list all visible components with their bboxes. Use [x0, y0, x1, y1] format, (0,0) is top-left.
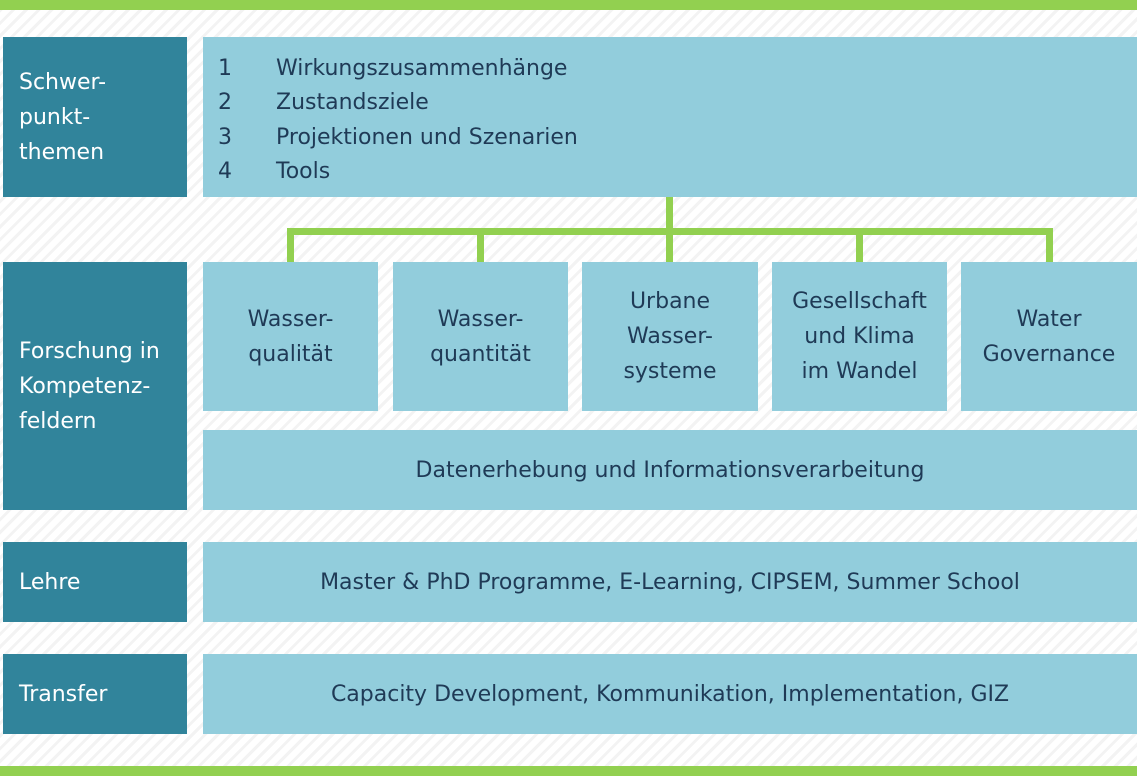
field-line: Wasser- — [247, 306, 334, 332]
topic-number: 3 — [218, 124, 232, 150]
forschung-label-line: feldern — [19, 408, 97, 434]
field-line: systeme — [623, 359, 717, 384]
topic-item: 3 Projektionen und Szenarien — [218, 120, 1137, 155]
field-line: Wasser- — [437, 306, 524, 332]
schwerpunkt-label-line: punkt- — [19, 104, 91, 130]
connector-drop — [287, 228, 294, 262]
forschung-label-line: Forschung in — [19, 338, 160, 364]
topic-text: Tools — [276, 159, 331, 185]
transfer-label-line: Transfer — [19, 681, 108, 707]
field-line: Water — [1016, 306, 1082, 332]
topic-number: 4 — [218, 159, 232, 185]
topic-item: 2 Zustandsziele — [218, 86, 1137, 121]
field-line: Urbane — [629, 289, 711, 314]
topic-item: 1 Wirkungszusammenhänge — [218, 51, 1137, 86]
field-box-water-governance: Water Governance — [961, 262, 1137, 411]
field-line: quantität — [430, 341, 531, 367]
transfer-text: Capacity Development, Kommunikation, Imp… — [330, 681, 1010, 707]
connector-drop — [856, 228, 863, 262]
field-box-gesellschaft-klima: Gesellschaft und Klima im Wandel — [772, 262, 947, 411]
transfer-box: Capacity Development, Kommunikation, Imp… — [203, 654, 1137, 734]
data-processing-box: Datenerhebung und Informationsverarbeitu… — [203, 430, 1137, 510]
lehre-label: Lehre — [3, 542, 187, 622]
topic-text: Zustandsziele — [276, 90, 429, 116]
field-line: Governance — [982, 341, 1116, 367]
forschung-label-line: Kompetenz- — [19, 373, 151, 399]
field-line: Gesellschaft — [792, 289, 927, 314]
field-box-wasserqualitaet: Wasser- qualität — [203, 262, 378, 411]
connector-trunk — [666, 197, 673, 235]
bottom-accent-bar — [0, 766, 1137, 776]
schwerpunkt-label-line: Schwer- — [19, 69, 107, 95]
topic-text: Wirkungszusammenhänge — [276, 55, 568, 81]
schwerpunkt-label: Schwer- punkt- themen — [3, 37, 187, 197]
lehre-text: Master & PhD Programme, E-Learning, CIPS… — [320, 569, 1020, 595]
topics-box: 1 Wirkungszusammenhänge 2 Zustandsziele … — [203, 37, 1137, 197]
field-box-wasserquantitaet: Wasser- quantität — [393, 262, 568, 411]
field-line: und Klima — [804, 324, 915, 349]
forschung-label: Forschung in Kompetenz- feldern — [3, 262, 187, 510]
field-line: Wasser- — [627, 324, 713, 349]
lehre-box: Master & PhD Programme, E-Learning, CIPS… — [203, 542, 1137, 622]
data-processing-text: Datenerhebung und Informationsverarbeitu… — [415, 457, 925, 483]
topic-item: 4 Tools — [218, 155, 1137, 190]
topic-number: 1 — [218, 55, 232, 81]
field-line: qualität — [248, 341, 333, 367]
field-box-urbane-wassersysteme: Urbane Wasser- systeme — [582, 262, 758, 411]
schwerpunkt-label-line: themen — [19, 139, 105, 165]
topic-number: 2 — [218, 90, 232, 116]
field-line: im Wandel — [801, 359, 918, 384]
connector-drop — [477, 228, 484, 262]
connector-drop — [666, 228, 673, 262]
lehre-label-line: Lehre — [19, 569, 81, 595]
top-accent-bar — [0, 0, 1137, 10]
topic-text: Projektionen und Szenarien — [276, 124, 578, 150]
connector-drop — [1046, 228, 1053, 262]
transfer-label: Transfer — [3, 654, 187, 734]
